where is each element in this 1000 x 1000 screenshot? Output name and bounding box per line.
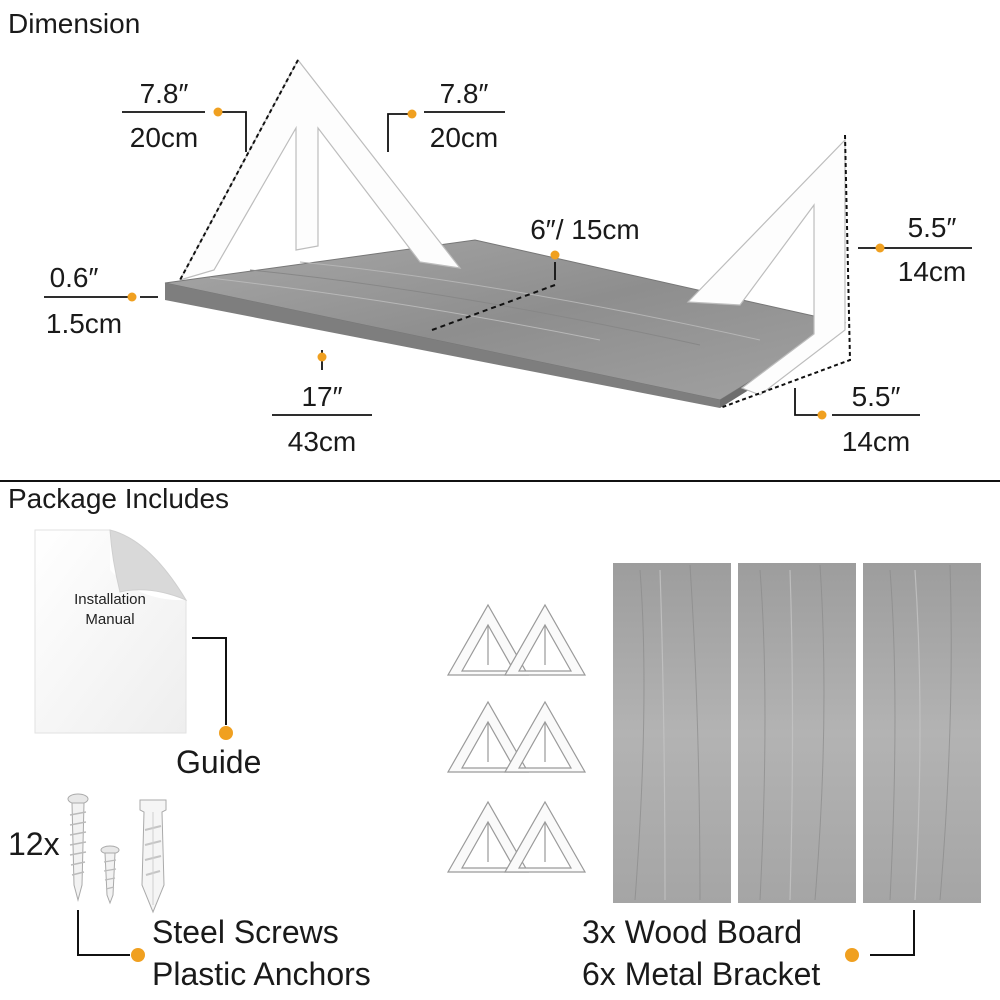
accent-dots [127, 107, 885, 420]
shelf-thickness-cm: 1.5cm [45, 308, 123, 339]
bracket-arm-depth-cm: 14cm [841, 426, 911, 457]
brackets-label: 6x Metal Bracket [582, 956, 821, 992]
shelf-length-inch: 17″ [301, 381, 343, 412]
screws-count: 12x [8, 826, 60, 862]
boards-label: 3x Wood Board [582, 914, 802, 950]
screw-large-icon [67, 793, 89, 902]
right-bracket-height-inch: 7.8″ [439, 78, 489, 109]
boards-leader [870, 910, 915, 956]
manual-title-line1: Installation [74, 591, 146, 608]
dimension-title: Dimension [8, 8, 141, 39]
shelf-depth: 6″/ 15cm [530, 214, 640, 245]
left-bracket-height-inch: 7.8″ [139, 78, 189, 109]
wood-boards [613, 563, 981, 903]
screws-dot [131, 948, 145, 962]
bracket-arm-height-inch: 5.5″ [907, 212, 957, 243]
guide-label: Guide [176, 744, 262, 780]
bracket-stack [447, 604, 586, 873]
bracket-arm-depth-inch: 5.5″ [851, 381, 901, 412]
guide-dot [219, 726, 233, 740]
manual-sheet [34, 529, 188, 734]
left-bracket-height-cm: 20cm [129, 122, 199, 153]
guide-leader [192, 637, 227, 725]
manual-title: Installation Manual [50, 590, 170, 631]
screws-leader [77, 910, 130, 956]
package-title: Package Includes [8, 483, 230, 514]
boards-dot [845, 948, 859, 962]
shelf-length-cm: 43cm [287, 426, 357, 457]
screw-small-icon [100, 845, 120, 905]
bracket-arm-height-cm: 14cm [897, 256, 967, 287]
manual-title-line2: Manual [85, 611, 135, 629]
anchors-label: Plastic Anchors [152, 956, 371, 992]
dimension-leaders [44, 111, 972, 416]
right-bracket-height-cm: 20cm [429, 122, 499, 153]
right-bracket-illustration [686, 134, 852, 409]
shelf-thickness-inch: 0.6″ [49, 262, 99, 293]
plastic-anchor-icon [139, 799, 167, 914]
screws-label: Steel Screws [152, 914, 339, 950]
left-bracket-illustration [178, 58, 462, 281]
